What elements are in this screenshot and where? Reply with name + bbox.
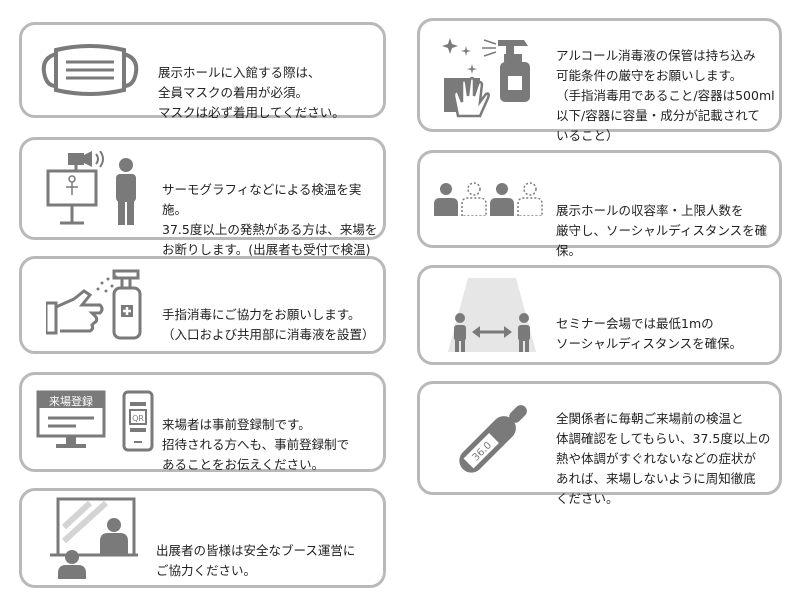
alcohol-spray-icon — [438, 30, 538, 120]
card-pre-registration: 来場登録 QR 来場者は事前登録制です。招待される方へも、事前登録制であることを… — [19, 372, 386, 472]
card-text: 全関係者に毎朝ご来場前の検温と体調確認をしてもらい、37.5度以上の熱や体調がす… — [556, 411, 771, 506]
card-mask: 展示ホールに入館する際は、全員マスクの着用が必須。マスクは必ず着用してください。 — [19, 22, 386, 120]
phone-qr-label: QR — [132, 414, 144, 423]
capacity-limit-icon — [434, 182, 546, 216]
card-text: 展示ホールに入館する際は、全員マスクの着用が必須。マスクは必ず着用してください。 — [158, 65, 345, 120]
card-hand-sanitizer: 手指消毒にご協力をお願いします。（入口および共用部に消毒液を設置） — [19, 256, 386, 354]
card-text: 展示ホールの収容率・上限人数を厳守し、ソーシャルディスタンスを確保。 — [556, 203, 768, 258]
card-text: サーモグラフィなどによる検温を実施。37.5度以上の発熱がある方は、来場をお断り… — [162, 182, 378, 257]
pre-registration-icon: 来場登録 QR — [36, 390, 154, 454]
monitor-label: 来場登録 — [49, 394, 93, 408]
booth-operation-icon — [50, 497, 138, 579]
card-capacity-limit: 展示ホールの収容率・上限人数を厳守し、ソーシャルディスタンスを確保。 — [417, 150, 782, 258]
card-text: 手指消毒にご協力をお願いします。（入口および共用部に消毒液を設置） — [162, 307, 375, 342]
mask-icon — [40, 40, 140, 100]
thermometer-icon: 36.0 — [452, 396, 536, 480]
card-booth-operation: 出展者の皆様は安全なブース運営にご協力ください。 — [19, 488, 386, 588]
card-thermography: サーモグラフィなどによる検温を実施。37.5度以上の発熱がある方は、来場をお断り… — [19, 137, 386, 257]
card-text: セミナー会場では最低1mのソーシャルディスタンスを確保。 — [556, 316, 743, 351]
card-social-distance: セミナー会場では最低1mのソーシャルディスタンスを確保。 — [417, 265, 782, 365]
card-alcohol-storage: アルコール消毒液の保管は持ち込み可能条件の厳守をお願いします。（手指消毒用である… — [417, 18, 782, 143]
card-text: アルコール消毒液の保管は持ち込み可能条件の厳守をお願いします。（手指消毒用である… — [556, 48, 775, 143]
card-text: 出展者の皆様は安全なブース運営にご協力ください。 — [156, 543, 356, 578]
hand-sanitizer-icon — [46, 269, 146, 341]
thermography-icon — [46, 150, 141, 227]
social-distance-icon — [442, 276, 542, 354]
card-text: 来場者は事前登録制です。招待される方へも、事前登録制であることをお伝えください。 — [162, 417, 350, 472]
card-temperature-check: 36.0 全関係者に毎朝ご来場前の検温と体調確認をしてもらい、37.5度以上の熱… — [417, 381, 782, 506]
